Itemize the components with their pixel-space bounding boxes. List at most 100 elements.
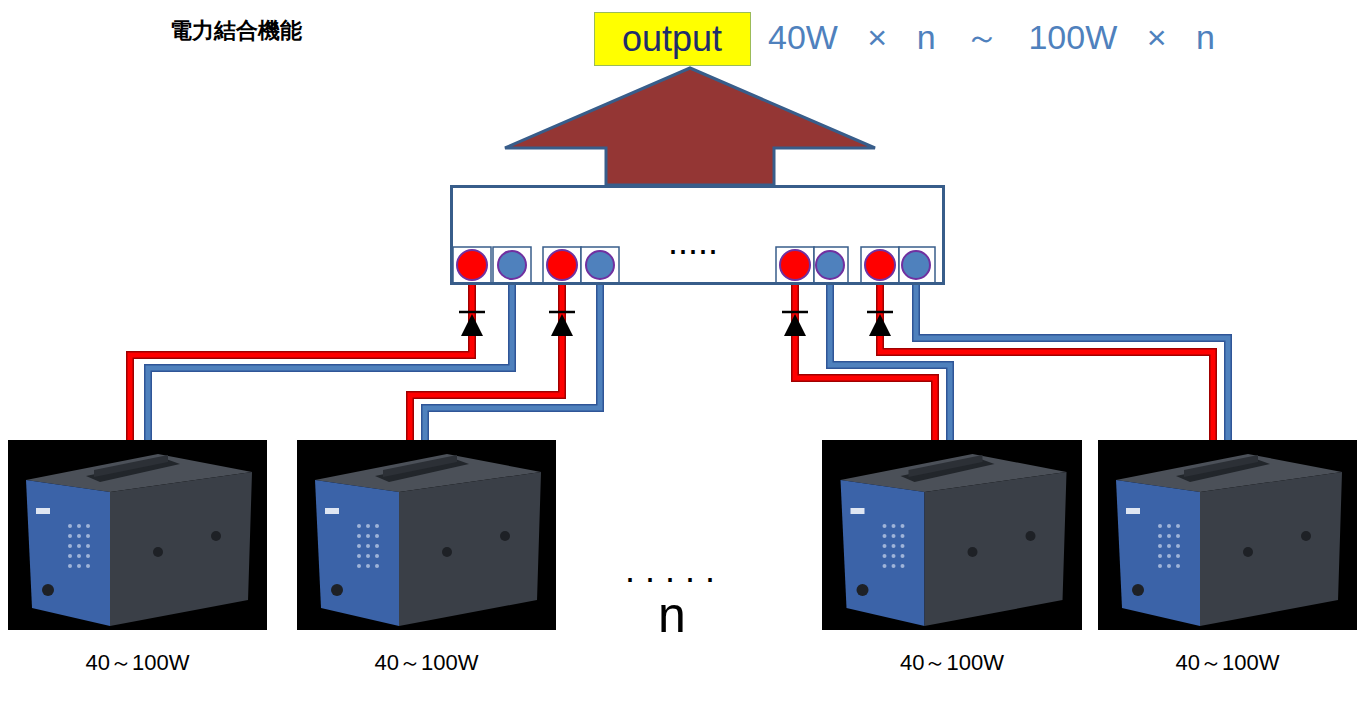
unit-vent-dot (68, 524, 72, 528)
unit-vent-dot (357, 534, 361, 538)
plus-wire-edge (130, 267, 472, 440)
unit-vent-dot (1167, 564, 1171, 568)
unit-socket (1301, 531, 1311, 541)
minus-wire (425, 267, 600, 440)
unit-display (36, 508, 50, 514)
terminal-square (581, 247, 619, 284)
unit-vent-dot (77, 554, 81, 558)
diode-symbol (461, 314, 483, 336)
unit-display (325, 508, 339, 514)
diode-symbol (869, 314, 891, 336)
unit-vent-dot (901, 564, 905, 568)
minus-wire-edge (425, 267, 600, 440)
diode-symbol (784, 314, 806, 336)
unit-vent-dot (366, 544, 370, 548)
unit-vent-dot (366, 554, 370, 558)
diode-bar (867, 311, 893, 314)
terminal-square (776, 247, 814, 284)
unit-vent-dot (883, 544, 887, 548)
unit-socket (500, 531, 510, 541)
ellipsis-dots: . . . . . (625, 552, 715, 588)
unit-socket (331, 584, 343, 596)
unit-display (1126, 508, 1140, 514)
unit-vent-dot (1158, 564, 1162, 568)
unit-vent-dot (1167, 534, 1171, 538)
unit-vent-dot (357, 524, 361, 528)
diode-bar (782, 311, 808, 314)
terminal-square (453, 247, 491, 284)
unit-side-face (925, 472, 1067, 626)
unit-vent-dot (86, 534, 90, 538)
diode-bar (549, 311, 575, 314)
unit-handle-grip (1184, 455, 1258, 477)
unit-vent-dot (86, 554, 90, 558)
unit-vent-dot (1176, 564, 1180, 568)
node-text: ..... (668, 224, 718, 260)
unit-vent-dot (901, 524, 905, 528)
unit-vent-dot (68, 544, 72, 548)
output-text: output (622, 21, 722, 57)
plus-terminal (780, 250, 810, 280)
unit-vent-dot (892, 554, 896, 558)
output-box: output (594, 12, 751, 66)
diodes (459, 312, 893, 336)
unit-vent-dot (375, 554, 379, 558)
unit-socket (857, 584, 869, 596)
power-station-unit: 40～100W (8, 440, 267, 630)
unit-socket (1132, 584, 1144, 596)
unit-vent-dot (86, 524, 90, 528)
unit-vent-dot (892, 564, 896, 568)
power-rating: 40～100W (900, 652, 1004, 674)
unit-vent-dot (68, 554, 72, 558)
plus-wire-edge (880, 267, 1213, 440)
unit-vent-dot (883, 524, 887, 528)
unit-vent-dot (883, 534, 887, 538)
power-rating: 40～100W (375, 652, 479, 674)
unit-vent-dot (883, 564, 887, 568)
plus-wire (130, 267, 472, 440)
power-rating: 40～100W (86, 652, 190, 674)
minus-terminal (816, 251, 844, 279)
unit-vent-dot (1158, 524, 1162, 528)
unit-vent-dot (1167, 524, 1171, 528)
power-station-illustration (297, 440, 556, 630)
unit-vent-dot (375, 564, 379, 568)
unit-vent-dot (892, 534, 896, 538)
unit-vent-dot (86, 544, 90, 548)
unit-socket (442, 547, 452, 557)
unit-vent-dot (892, 524, 896, 528)
unit-vent-dot (1176, 534, 1180, 538)
output-arrow (505, 68, 875, 185)
unit-vent-dot (366, 524, 370, 528)
unit-vent-dot (892, 544, 896, 548)
power-station-unit: 40～100W (1098, 440, 1357, 630)
unit-vent-dot (68, 534, 72, 538)
unit-vent-dot (901, 544, 905, 548)
terminal-square (861, 247, 899, 284)
unit-vent-dot (366, 564, 370, 568)
unit-socket (211, 531, 221, 541)
terminal-square (543, 247, 581, 284)
unit-vent-dot (375, 524, 379, 528)
unit-side-face (399, 472, 541, 626)
power-cable (880, 267, 1228, 440)
unit-vent-dot (86, 564, 90, 568)
unit-front-face (841, 480, 925, 626)
unit-vent-dot (1176, 524, 1180, 528)
terminal-square (814, 247, 848, 284)
diagram-title: 電力結合機能 (170, 16, 302, 46)
unit-vent-dot (1167, 554, 1171, 558)
unit-socket (1243, 547, 1253, 557)
plus-terminal (457, 250, 487, 280)
plus-terminal (865, 250, 895, 280)
unit-display (851, 508, 865, 514)
plus-wire (410, 267, 562, 440)
unit-socket (968, 547, 978, 557)
minus-terminal (902, 251, 930, 279)
output-arrow-shape (505, 68, 875, 185)
unit-vent-dot (77, 544, 81, 548)
power-station-illustration (822, 440, 1082, 630)
terminal-square (493, 247, 531, 284)
unit-vent-dot (883, 554, 887, 558)
